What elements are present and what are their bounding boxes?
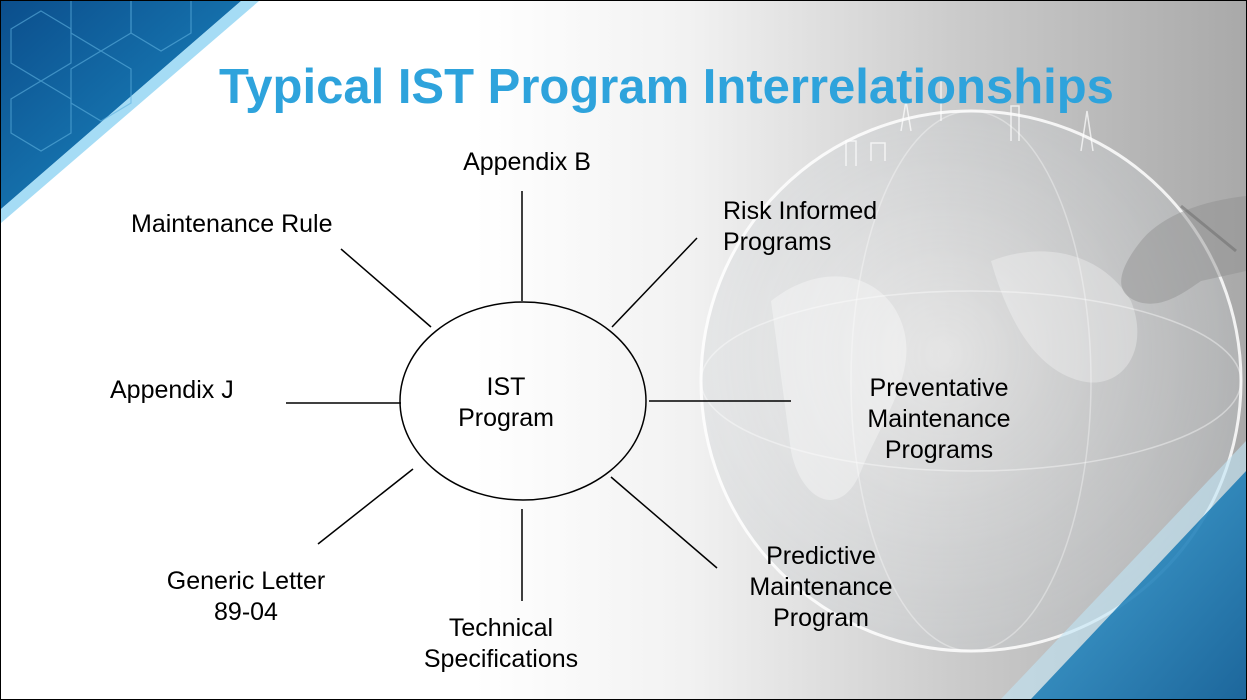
top-left-corner-accent (1, 1, 259, 223)
node-risk-informed-programs: Risk Informed Programs (723, 197, 878, 256)
node-predictive-maintenance-program: Predictive Maintenance Program (749, 542, 893, 632)
node-generic-letter-89-04: Generic Letter 89-04 (166, 567, 326, 626)
center-label: IST Program (458, 373, 554, 432)
node-appendix-b: Appendix B (463, 148, 591, 176)
node-technical-specifications: Technical Specifications (423, 614, 579, 673)
globe-illustration (699, 81, 1243, 653)
node-preventative-maintenance-programs: Preventative Maintenance Programs (867, 374, 1011, 464)
node-maintenance-rule: Maintenance Rule (131, 210, 333, 238)
connector-generic-letter (317, 468, 414, 545)
connector-risk-informed (611, 237, 698, 328)
center-ellipse (399, 301, 647, 501)
slide-title: Typical IST Program Interrelationships (219, 60, 1114, 114)
node-appendix-j: Appendix J (110, 376, 234, 404)
hand-illustration (1121, 196, 1246, 304)
connector-predictive (610, 476, 718, 569)
bottom-right-corner-accent (1001, 441, 1246, 699)
connector-maintenance-rule (340, 248, 432, 328)
